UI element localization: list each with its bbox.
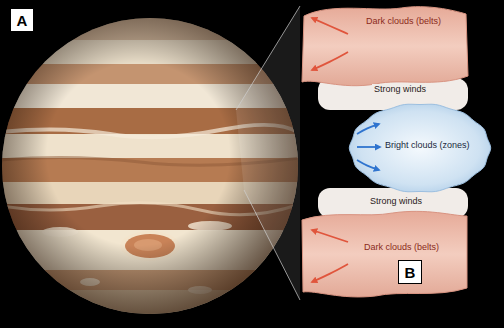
wind-arrow xyxy=(357,146,380,148)
zoom-wedge xyxy=(236,6,300,300)
zone-cloud-fill xyxy=(349,104,490,192)
belt-cloud-fill xyxy=(302,211,467,297)
cloud-label: Dark clouds (belts) xyxy=(366,16,441,27)
zoom-line xyxy=(236,6,300,110)
cloud-label: Dark clouds (belts) xyxy=(364,242,439,253)
panel-letter: B xyxy=(398,260,422,284)
wind-arrow xyxy=(312,18,348,34)
panel-letter-text: B xyxy=(405,264,416,281)
wind-arrow xyxy=(357,160,379,170)
belt-cloud-outline xyxy=(298,208,470,300)
planet-bands xyxy=(0,0,300,328)
belt-cloud-fill xyxy=(302,7,468,86)
zone-cloud: Bright clouds (zones) xyxy=(345,100,495,196)
wind-arrow xyxy=(357,124,379,134)
belt-cloud: Dark clouds (belts) xyxy=(298,4,470,92)
cloud-label: Bright clouds (zones) xyxy=(385,140,470,151)
panel-letter: A xyxy=(10,8,34,32)
panel-letter-text: A xyxy=(17,12,28,29)
belt-cloud: Dark clouds (belts) xyxy=(298,208,470,300)
wind-arrow xyxy=(312,52,348,70)
wind-label: Strong winds xyxy=(372,84,428,95)
wind-label: Strong winds xyxy=(368,196,424,207)
zoom-line xyxy=(244,190,300,300)
wind-arrow xyxy=(312,230,348,242)
wind-arrow xyxy=(312,264,348,282)
